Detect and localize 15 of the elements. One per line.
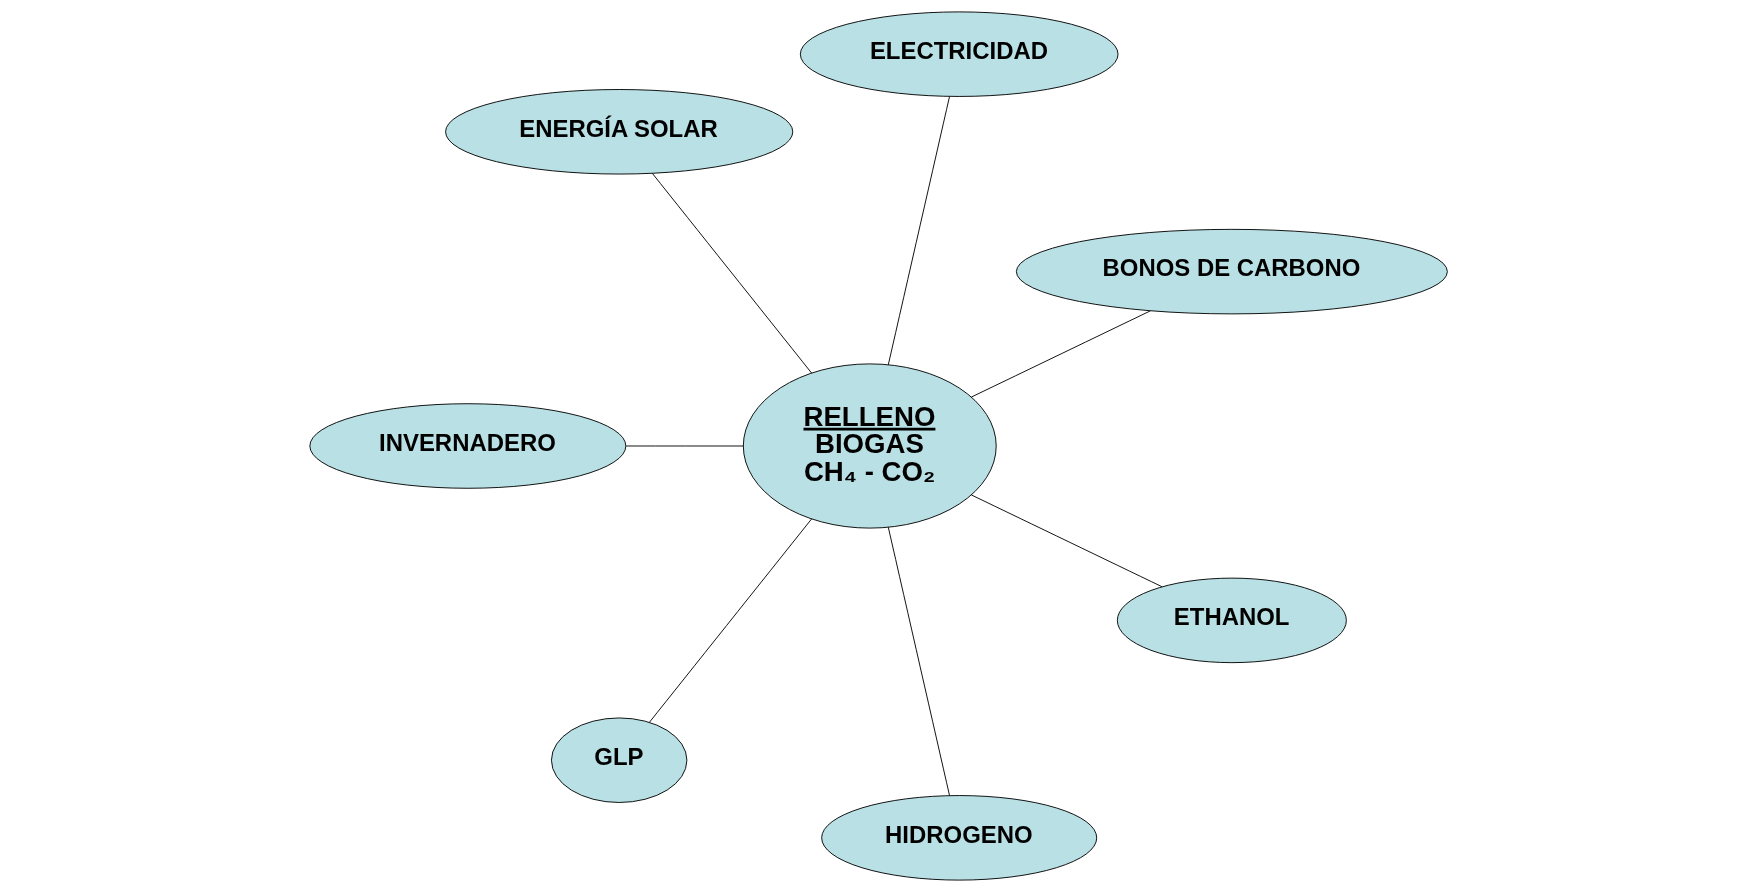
node-ellipse: GLP	[550, 717, 687, 803]
node-ellipse: ETHANOL	[1116, 577, 1347, 664]
connector	[648, 518, 812, 723]
connector	[970, 494, 1162, 588]
connector	[651, 172, 812, 374]
connector	[887, 526, 950, 796]
connector	[970, 310, 1151, 398]
node-ellipse: BONOS DE CARBONO	[1015, 228, 1448, 315]
node-ellipse: HIDROGENO	[820, 795, 1097, 881]
connector	[887, 96, 950, 366]
node-ellipse: ENERGÍA SOLAR	[444, 89, 793, 175]
connector	[625, 445, 744, 447]
node-ellipse: ELECTRICIDAD	[799, 11, 1118, 97]
node-ellipse: INVERNADERO	[308, 403, 626, 489]
node-ellipse: RELLENO BIOGAS CH₄ - CO₂	[742, 363, 997, 529]
